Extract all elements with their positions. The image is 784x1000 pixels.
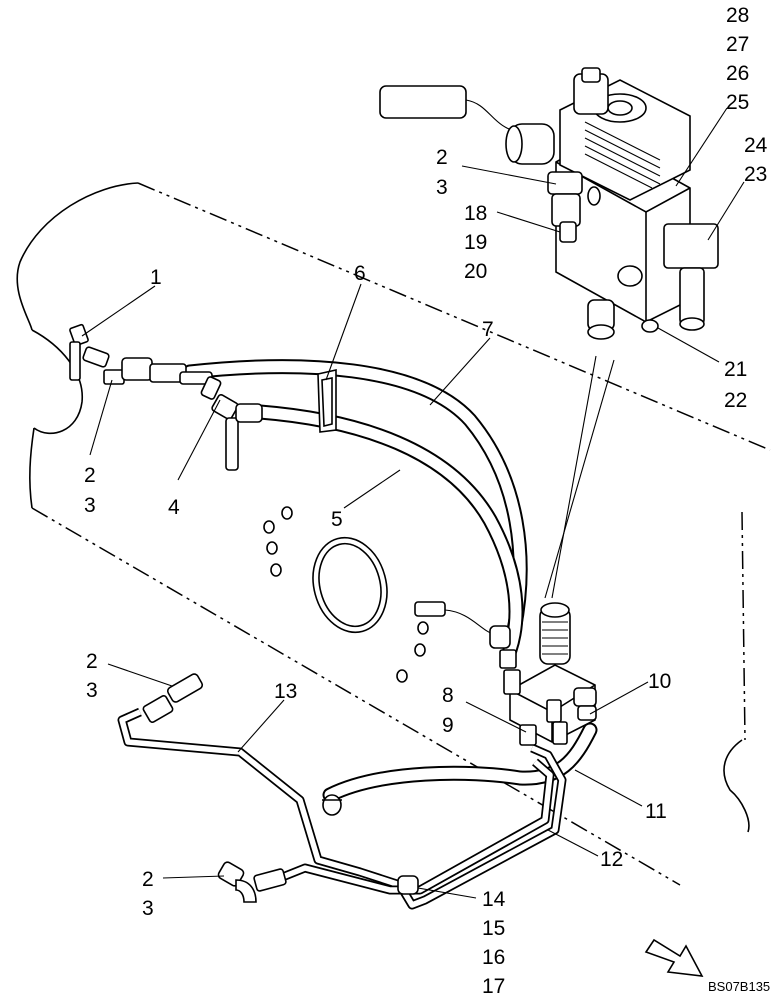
- direction-arrow-icon: [644, 938, 704, 977]
- callout-2-3-left: 2 3: [84, 464, 102, 517]
- callout-28-27-26-25: 28 27 26 25: [726, 4, 755, 114]
- left-fitting-assembly: [69, 323, 263, 471]
- drawing-code: BS07B135: [708, 979, 770, 994]
- callout-8-9: 8 9: [442, 684, 460, 737]
- lower-hose: [322, 722, 598, 803]
- solenoid-valve-assembly: [379, 67, 719, 340]
- tube-end-fittings: [142, 673, 419, 903]
- callout-21-22: 21 22: [724, 358, 753, 412]
- mounting-plate-outline: [16, 182, 771, 886]
- callout-4: 4: [168, 496, 180, 519]
- callout-2-3-mid: 2 3: [86, 650, 104, 702]
- callout-13: 13: [274, 680, 297, 703]
- callout-11: 11: [645, 800, 667, 823]
- callout-12: 12: [600, 848, 623, 871]
- callout-14-15-16-17: 14 15 16 17: [482, 888, 511, 998]
- hose-clamp-6: [317, 369, 337, 433]
- callout-10: 10: [648, 670, 671, 693]
- lower-valve-block: [322, 601, 597, 816]
- callout-5: 5: [331, 508, 343, 531]
- callout-2-3-lower: 2 3: [142, 868, 160, 920]
- callout-24-23: 24 23: [744, 134, 773, 186]
- callout-18-19-20: 18 19 20: [464, 202, 493, 283]
- leader-lines: [81, 107, 745, 899]
- callout-6: 6: [354, 262, 366, 285]
- steel-tubes: [117, 707, 567, 910]
- callout-1: 1: [150, 266, 162, 289]
- callout-2-3-upper: 2 3: [436, 146, 454, 199]
- plate-holes: [263, 506, 429, 683]
- callout-7: 7: [482, 318, 494, 341]
